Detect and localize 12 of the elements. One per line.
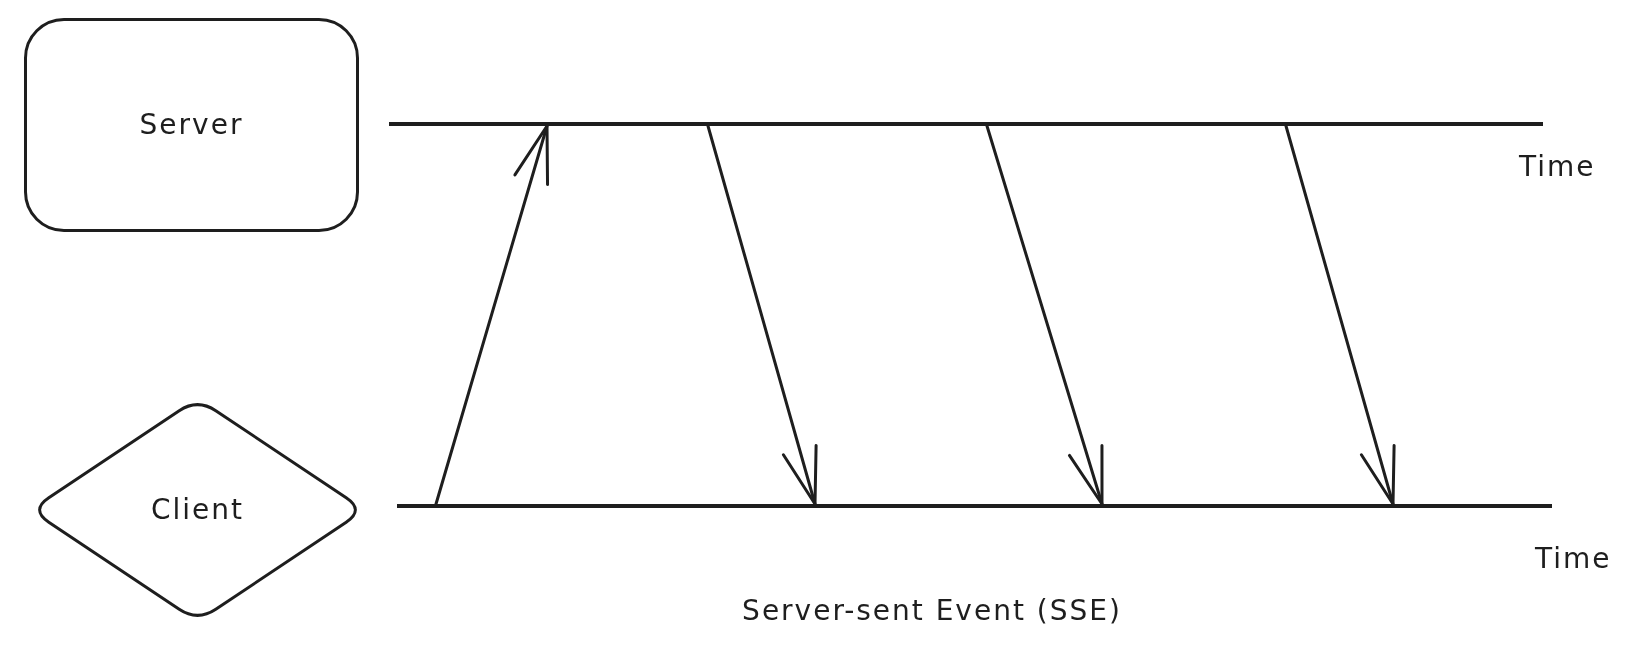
arrow (1284, 124, 1396, 506)
rounded-box (24, 18, 359, 232)
node-label: Server (139, 108, 244, 142)
caption: Server-sent Event (SSE) (742, 594, 1122, 628)
node-label: Client (150, 493, 245, 527)
arrow (985, 124, 1104, 506)
timeline-label: Time (1535, 542, 1612, 576)
timeline (389, 122, 1543, 126)
arrow (706, 124, 818, 506)
timeline-label: Time (1519, 150, 1596, 184)
timeline (397, 504, 1552, 508)
arrow (434, 124, 550, 506)
